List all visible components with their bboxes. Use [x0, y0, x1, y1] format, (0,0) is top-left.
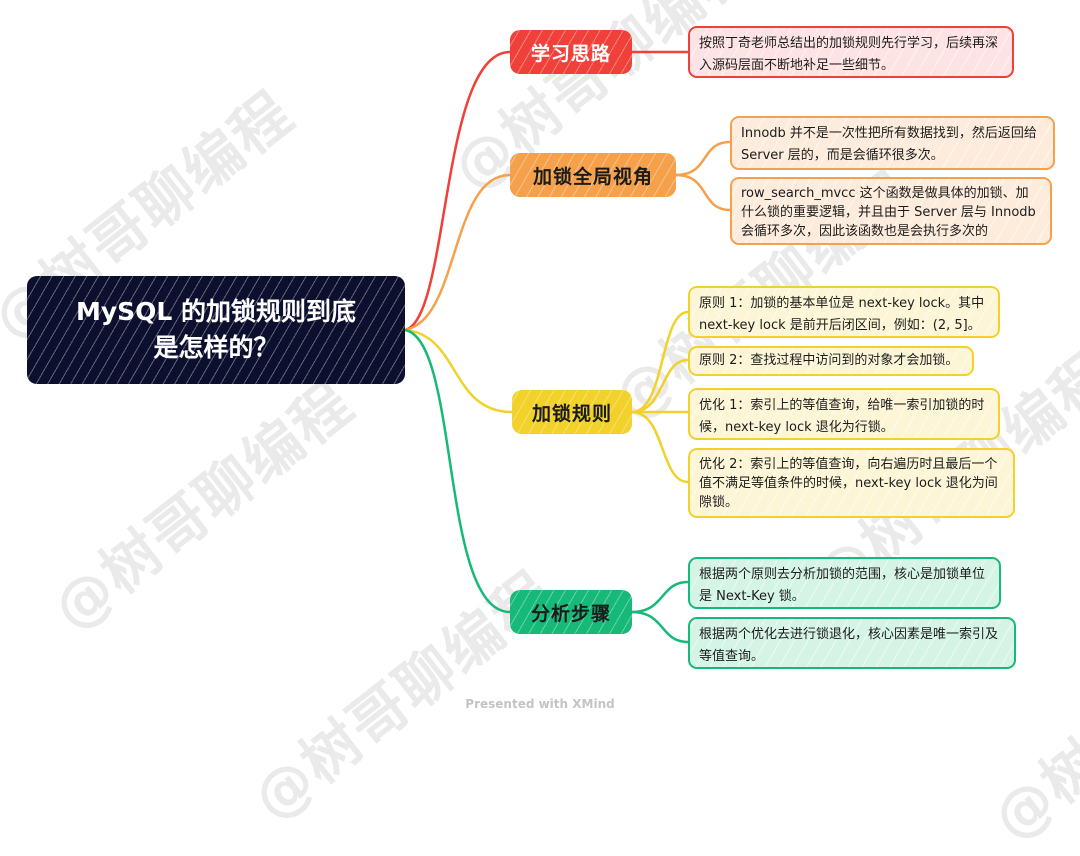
root-title-line2: 是怎样的？ — [153, 333, 279, 362]
branch-learning-approach[interactable]: 学习思路 — [510, 30, 632, 74]
leaf-optimization-1[interactable]: 优化 1：索引上的等值查询，给唯一索引加锁的时候，next-key lock 退… — [688, 388, 1000, 440]
leaf-global-view-2[interactable]: row_search_mvcc 这个函数是做具体的加锁、加什么锁的重要逻辑，并且… — [730, 177, 1052, 245]
connector-lines — [404, 50, 731, 644]
leaf-learning-approach-1[interactable]: 按照丁奇老师总结出的加锁规则先行学习，后续再深入源码层面不断地补足一些细节。 — [688, 26, 1014, 78]
footer-credit: Presented with XMind — [465, 697, 615, 711]
leaf-principle-1[interactable]: 原则 1：加锁的基本单位是 next-key lock。其中 next-key … — [688, 286, 1000, 338]
leaf-analysis-1[interactable]: 根据两个原则去分析加锁的范围，核心是加锁单位是 Next-Key 锁。 — [688, 557, 1001, 609]
branch-label: 学习思路 — [530, 42, 611, 65]
branch-label: 加锁全局视角 — [532, 165, 653, 188]
branch-label: 分析步骤 — [530, 602, 611, 625]
branch-label: 加锁规则 — [531, 402, 612, 425]
root-title-line1: MySQL 的加锁规则到底 — [75, 297, 357, 326]
leaf-global-view-1[interactable]: Innodb 并不是一次性把所有数据找到，然后返回给 Server 层的，而是会… — [730, 116, 1055, 170]
root-topic[interactable]: MySQL 的加锁规则到底 是怎样的？ — [27, 276, 405, 384]
leaf-analysis-2[interactable]: 根据两个优化去进行锁退化，核心因素是唯一索引及等值查询。 — [688, 617, 1016, 669]
branch-locking-rules[interactable]: 加锁规则 — [512, 390, 632, 434]
branch-analysis-steps[interactable]: 分析步骤 — [510, 590, 632, 634]
leaf-principle-2[interactable]: 原则 2：查找过程中访问到的对象才会加锁。 — [688, 346, 974, 376]
leaf-optimization-2[interactable]: 优化 2：索引上的等值查询，向右遍历时且最后一个值不满足等值条件的时候，next… — [688, 448, 1015, 518]
branch-global-view[interactable]: 加锁全局视角 — [510, 153, 676, 197]
